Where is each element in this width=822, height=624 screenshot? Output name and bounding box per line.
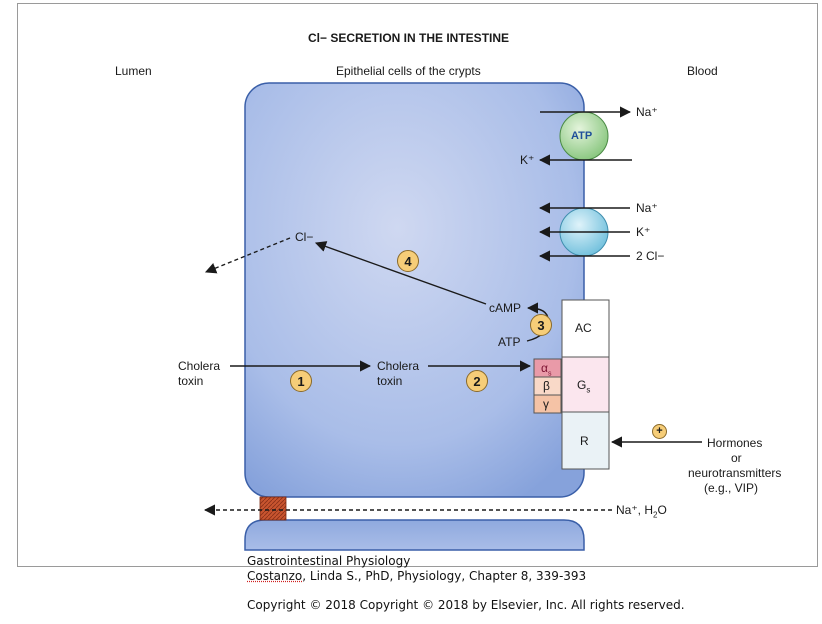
blood-label: Blood <box>687 64 718 78</box>
r-label: R <box>580 434 589 448</box>
diagram-title: Cl− SECRETION IN THE INTESTINE <box>308 31 510 45</box>
alpha-label: αs <box>541 361 552 378</box>
hormones-line4: (e.g., VIP) <box>704 481 759 495</box>
atp-pump-label: ATP <box>571 130 593 142</box>
co-k-label: K⁺ <box>636 225 651 239</box>
stimulation-plus-badge: + <box>652 424 667 439</box>
ac-label: AC <box>575 321 592 335</box>
gamma-label: γ <box>543 397 549 411</box>
co-cl-label: 2 Cl− <box>636 249 665 263</box>
pump-k-label: K⁺ <box>520 153 535 167</box>
co-na-label: Na⁺ <box>636 201 658 215</box>
caption-citation: Costanzo, Linda S., PhD, Physiology, Cha… <box>247 569 587 583</box>
adjacent-cell <box>244 519 585 551</box>
camp-label: cAMP <box>489 301 522 315</box>
beta-label: β <box>543 379 550 393</box>
hormones-line3: neurotransmitters <box>688 466 782 480</box>
intracellular-cl-label: Cl− <box>295 230 314 244</box>
cell-toxin-line1: Cholera <box>377 359 420 373</box>
lumen-label: Lumen <box>115 64 152 78</box>
step-3-badge: 3 <box>530 314 552 336</box>
epithelial-cell <box>244 82 585 498</box>
lumen-toxin-line2: toxin <box>178 374 204 388</box>
cl-secretion-arrow <box>204 237 291 274</box>
hormones-line2: or <box>731 451 742 465</box>
camp-to-cl-arrow <box>314 241 487 305</box>
gamma-subunit-box <box>533 394 562 414</box>
caption-source-title: Gastrointestinal Physiology <box>247 554 411 568</box>
gs-label: Gs <box>577 378 591 395</box>
cells-label: Epithelial cells of the crypts <box>336 64 481 78</box>
tight-junction <box>259 496 287 521</box>
hormones-line1: Hormones <box>707 436 763 450</box>
step-1-badge: 1 <box>290 370 312 392</box>
caption-copyright: Copyright © 2018 Copyright © 2018 by Els… <box>247 598 685 612</box>
receptor-box <box>561 411 610 470</box>
gs-protein-box <box>561 356 610 413</box>
cell-toxin-line2: toxin <box>377 374 403 388</box>
adenylyl-cyclase-box <box>561 299 610 358</box>
paracellular-label: Na⁺, H2O <box>616 503 667 520</box>
pump-na-label: Na⁺ <box>636 105 658 119</box>
step-2-badge: 2 <box>466 370 488 392</box>
lumen-toxin-line1: Cholera <box>178 359 221 373</box>
atp-label: ATP <box>498 335 521 349</box>
step-4-badge: 4 <box>397 250 419 272</box>
